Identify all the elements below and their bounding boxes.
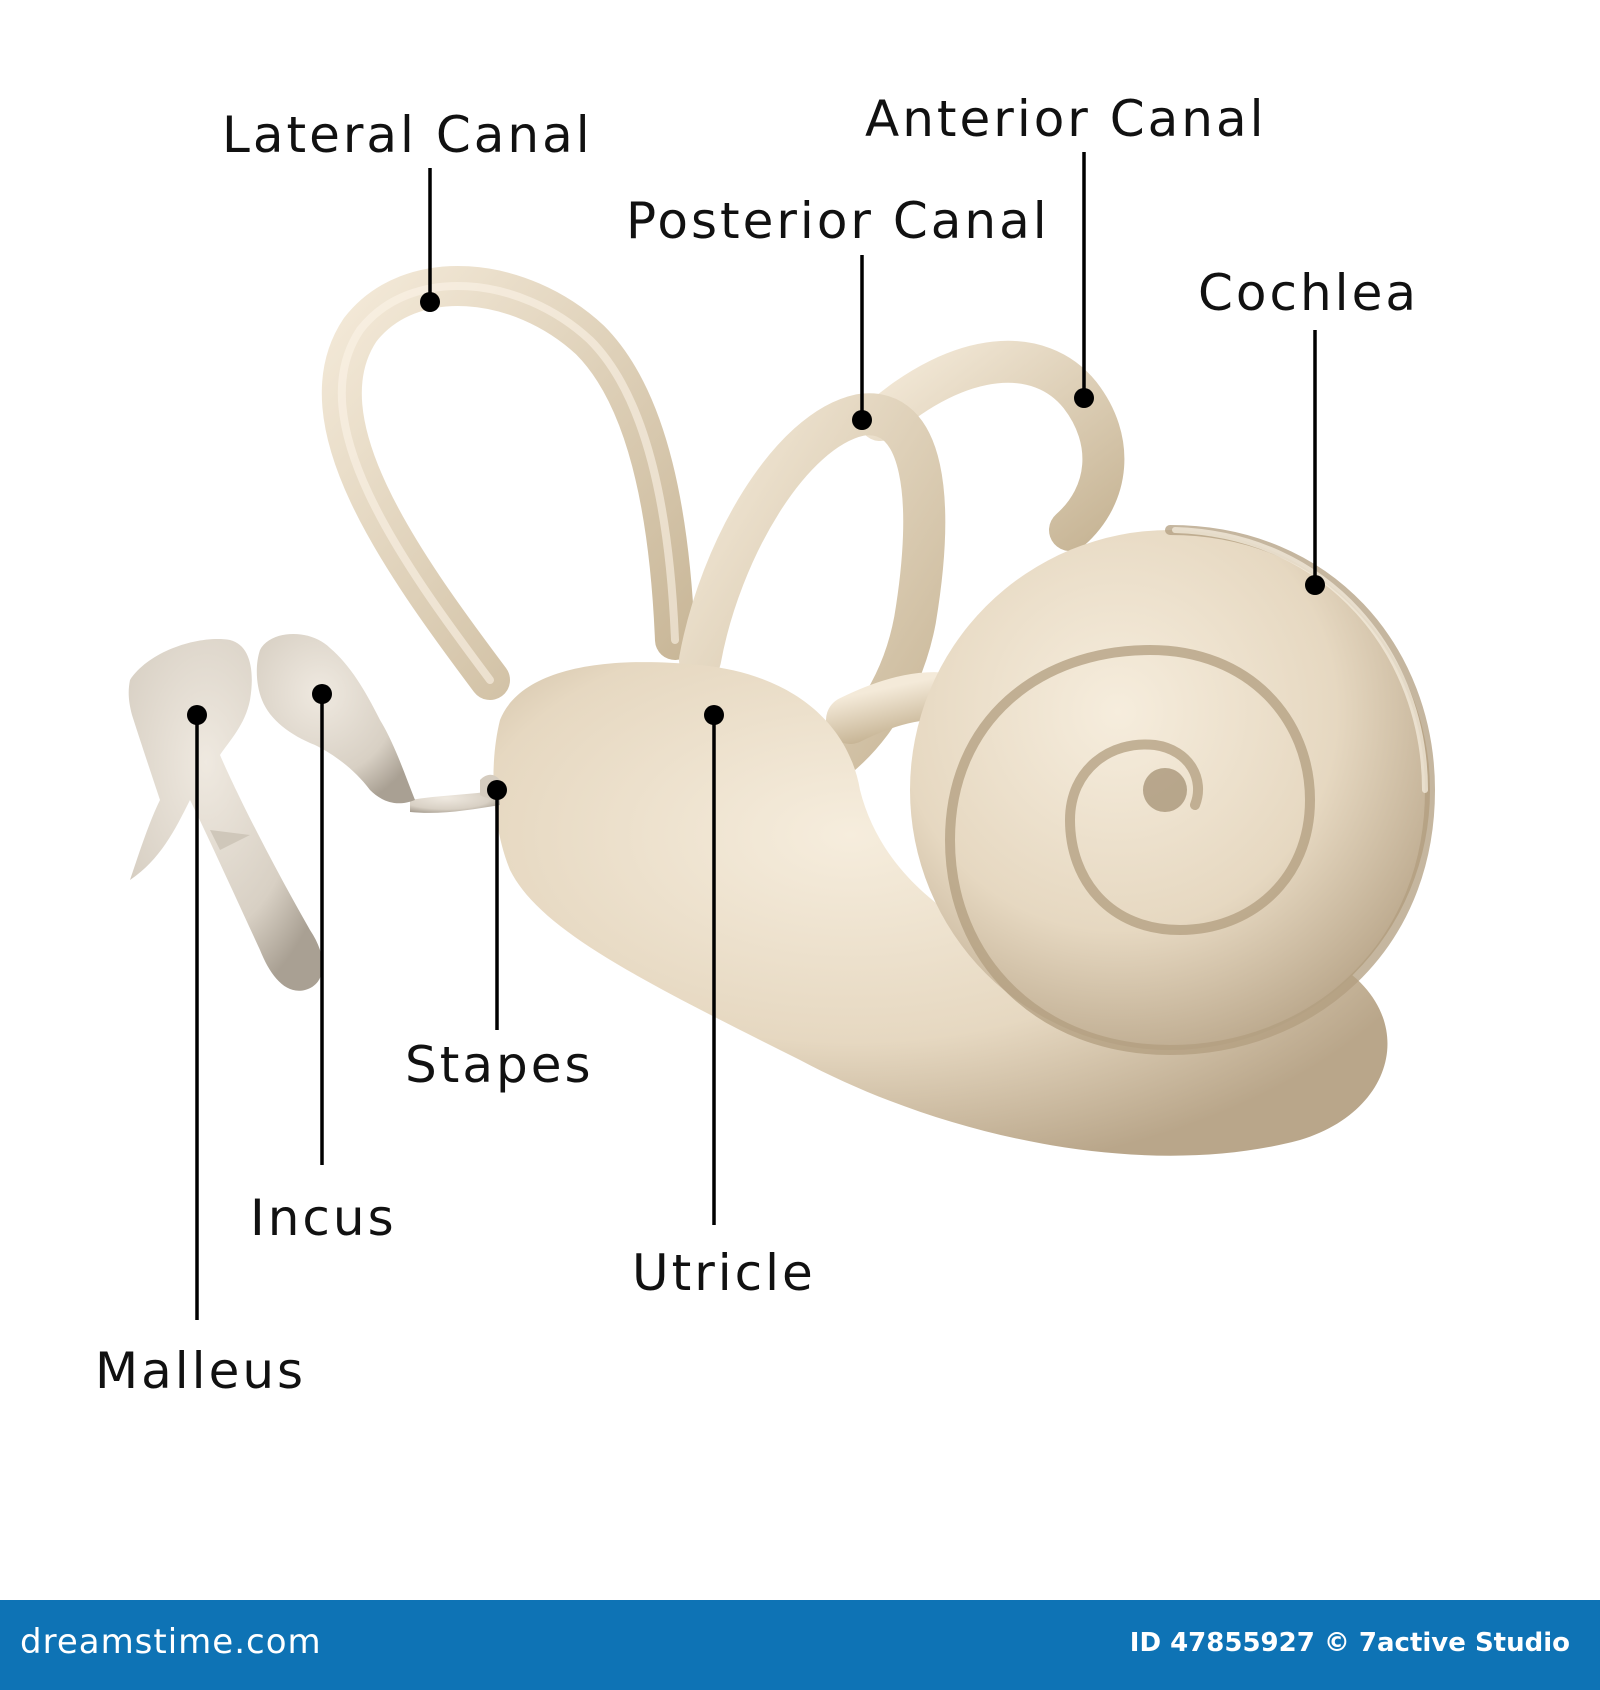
label-cochlea: Cochlea bbox=[1198, 264, 1419, 322]
footer-credit: ID 47855927 © 7active Studio bbox=[1130, 1628, 1570, 1658]
label-malleus: Malleus bbox=[95, 1342, 306, 1400]
label-utricle: Utricle bbox=[632, 1244, 816, 1302]
inner-ear-diagram: Lateral Canal Anterior Canal Posterior C… bbox=[0, 0, 1600, 1600]
footer-bar: dreamstime.com ID 47855927 © 7active Stu… bbox=[0, 1600, 1600, 1690]
footer-brand[interactable]: dreamstime.com bbox=[20, 1622, 322, 1662]
label-stapes: Stapes bbox=[405, 1036, 594, 1094]
label-lateral-canal: Lateral Canal bbox=[222, 106, 593, 164]
cochlea-shape bbox=[910, 530, 1430, 1050]
leader-incus bbox=[312, 684, 332, 1165]
lateral-canal-shape bbox=[342, 286, 675, 680]
incus-shape bbox=[257, 634, 415, 803]
leader-cochlea bbox=[1305, 330, 1325, 595]
label-incus: Incus bbox=[250, 1189, 397, 1247]
label-posterior-canal: Posterior Canal bbox=[626, 192, 1050, 250]
label-anterior-canal: Anterior Canal bbox=[865, 90, 1267, 148]
